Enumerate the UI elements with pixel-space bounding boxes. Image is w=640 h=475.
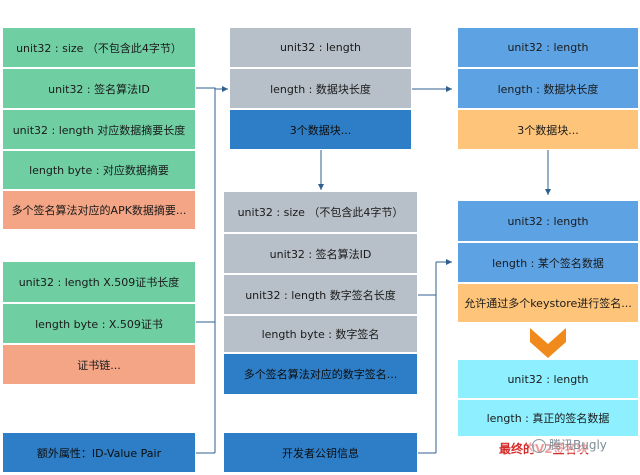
block-h-signature-data-label: length : 某个签名数据 <box>492 256 604 270</box>
watermark-logo-icon <box>532 438 546 453</box>
block-b-cert-chain: 证书链... <box>2 344 196 385</box>
block-d-length: unit32 : length <box>229 27 412 68</box>
block-a-size: unit32 : size （不包含此4字节） <box>2 27 196 68</box>
block-b-cert-chain-label: 证书链... <box>77 358 121 372</box>
block-f-pubkey-label: 开发者公钥信息 <box>282 446 359 460</box>
block-e-signature-bytes: length byte : 数字签名 <box>223 315 418 353</box>
block-a-digest-length-label: unit32 : length 对应数据摘要长度 <box>12 123 186 137</box>
block-b-cert-length-label: unit32 : length X.509证书长度 <box>18 276 180 289</box>
block-b-cert-bytes-label: length byte : X.509证书 <box>35 317 163 331</box>
block-h-length-label: unit32 : length <box>507 214 589 228</box>
block-a-digest-bytes: length byte : 对应数据摘要 <box>2 150 196 190</box>
block-h-keystore-label: 允许通过多个keystore进行签名... <box>464 297 632 310</box>
block-c-extra-attributes: 额外属性：ID-Value Pair <box>2 432 196 473</box>
block-g-data-length: length : 数据块长度 <box>457 68 639 109</box>
block-c-attr-label: 额外属性：ID-Value Pair <box>36 446 162 460</box>
block-e-signature-bytes-label: length byte : 数字签名 <box>261 328 380 341</box>
block-a-digest-length: unit32 : length 对应数据摘要长度 <box>2 109 196 150</box>
block-e-size: unit32 : size （不包含此4字节） <box>223 191 418 233</box>
chevron-down-icon <box>530 328 566 358</box>
block-f-public-key: 开发者公钥信息 <box>223 432 418 473</box>
block-b-cert-bytes: length byte : X.509证书 <box>2 303 196 344</box>
block-i-length: unit32 : length <box>457 359 639 399</box>
block-e-multi-signature: 多个签名算法对应的数字签名... <box>223 353 418 395</box>
block-e-multi-signature-label: 多个签名算法对应的数字签名... <box>243 368 398 381</box>
watermark: 腾讯Bugly <box>529 436 610 453</box>
block-g-length: unit32 : length <box>457 27 639 68</box>
block-a-multi-digest: 多个签名算法对应的APK数据摘要... <box>2 190 196 230</box>
block-b-cert-length: unit32 : length X.509证书长度 <box>2 261 196 303</box>
block-i-real-signature-label: length : 真正的签名数据 <box>486 412 610 425</box>
block-a-algo-id: unit32 : 签名算法ID <box>2 68 196 109</box>
block-a-algo-id-label: unit32 : 签名算法ID <box>48 82 150 96</box>
block-a-digest-bytes-label: length byte : 对应数据摘要 <box>29 164 169 177</box>
block-e-signature-length-label: unit32 : length 数字签名长度 <box>245 288 396 302</box>
block-a-size-label: unit32 : size （不包含此4字节） <box>16 41 182 55</box>
block-e-algo-id-label: unit32 : 签名算法ID <box>269 247 372 261</box>
block-i-length-label: unit32 : length <box>507 372 589 386</box>
block-a-multi-digest-label: 多个签名算法对应的APK数据摘要... <box>11 204 187 217</box>
block-i-real-signature: length : 真正的签名数据 <box>457 399 639 437</box>
block-d-data-blocks: 3个数据块... <box>229 109 412 150</box>
block-e-signature-length: unit32 : length 数字签名长度 <box>223 274 418 315</box>
block-d-data-length: length : 数据块长度 <box>229 68 412 109</box>
watermark-text: 腾讯Bugly <box>549 438 607 452</box>
block-g-length-label: unit32 : length <box>507 41 589 54</box>
block-e-size-label: unit32 : size （不包含此4字节） <box>237 206 404 219</box>
block-d-length-label: unit32 : length <box>279 41 362 54</box>
block-g-data-blocks: 3个数据块... <box>457 109 639 150</box>
block-h-multi-keystore: 允许通过多个keystore进行签名... <box>457 283 639 323</box>
block-g-data-length-label: length : 数据块长度 <box>497 82 599 96</box>
block-d-data-blocks-label: 3个数据块... <box>289 123 352 137</box>
block-h-length: unit32 : length <box>457 200 639 242</box>
block-e-algo-id: unit32 : 签名算法ID <box>223 233 418 274</box>
block-h-signature-data: length : 某个签名数据 <box>457 242 639 283</box>
connector-a-to-d <box>196 86 228 92</box>
block-g-data-blocks-label: 3个数据块... <box>517 123 579 137</box>
block-d-data-length-label: length : 数据块长度 <box>270 82 371 96</box>
